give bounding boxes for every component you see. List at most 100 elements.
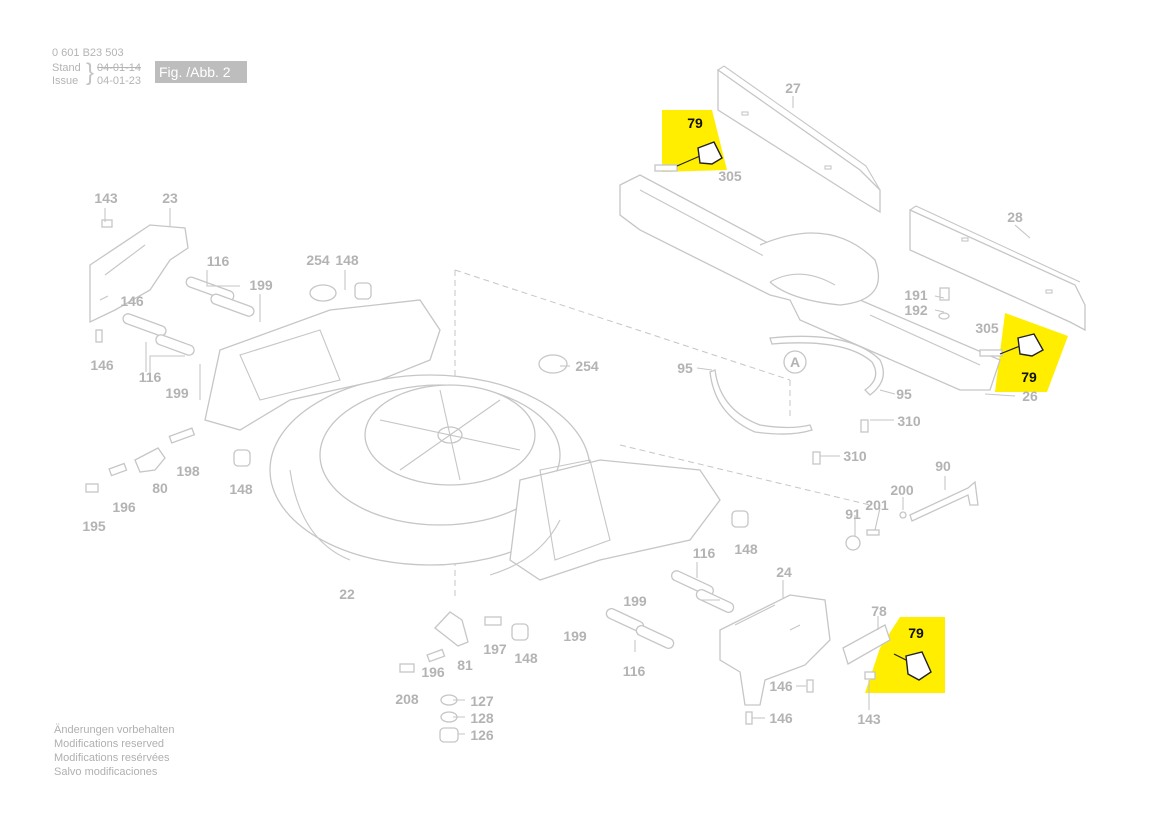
pins-116	[122, 276, 735, 649]
label-146-r1: 146	[769, 678, 793, 694]
fence-28	[909, 205, 1086, 332]
label-79-right: 79	[1021, 369, 1037, 385]
screw-146-r2	[745, 711, 753, 725]
label-199-left: 199	[165, 385, 189, 401]
label-95-right: 95	[896, 386, 912, 402]
clamp-arc-95-right	[769, 335, 884, 396]
screw-310-a	[860, 419, 869, 433]
screw-143-top	[101, 219, 113, 228]
fence-27	[717, 65, 881, 214]
label-126: 126	[470, 727, 494, 743]
brace-glyph: }	[86, 59, 95, 86]
date-current: 04-01-23	[97, 75, 142, 87]
foot-148-low	[511, 623, 529, 641]
label-191: 191	[904, 287, 928, 303]
screw-195	[85, 483, 99, 493]
highlight-79-bottom	[865, 617, 945, 693]
foot-148-left	[233, 449, 251, 467]
label-310-a: 310	[897, 413, 921, 429]
label-197: 197	[483, 641, 507, 657]
axis-line-diagonal	[454, 269, 791, 381]
label-116-left: 116	[139, 369, 162, 385]
label-128: 128	[470, 710, 494, 726]
label-146-left: 146	[90, 357, 114, 373]
label-305-top: 305	[718, 168, 742, 184]
callout-circle-a	[783, 350, 807, 374]
label-116-right: 116	[693, 545, 716, 561]
label-146-r2: 146	[769, 710, 793, 726]
label-196-left: 196	[112, 499, 136, 515]
screw-305-top	[654, 164, 678, 172]
screw-146-left	[95, 329, 103, 343]
label-199-mid: 199	[623, 593, 647, 609]
label-198: 198	[176, 463, 200, 479]
washer-192	[938, 312, 950, 320]
screw-191	[939, 287, 950, 301]
label-26: 26	[1022, 388, 1038, 404]
label-80: 80	[152, 480, 168, 496]
wrench-90	[909, 480, 979, 522]
leader-lines	[104, 96, 1031, 735]
stand-label: Stand	[52, 62, 81, 74]
label-79-bottom: 79	[908, 625, 924, 641]
note-line-3: Modifications resérvées	[54, 752, 170, 764]
saw-base-22	[204, 299, 721, 581]
disc-254-top	[309, 284, 337, 302]
note-line-1: Änderungen vorbehalten	[54, 724, 175, 736]
label-200: 200	[890, 482, 914, 498]
document-number: 0 601 B23 503	[52, 47, 124, 59]
knob-79-right	[999, 333, 1044, 357]
screw-143-bottom	[864, 671, 876, 680]
label-148-left: 148	[229, 481, 253, 497]
bracket-24	[719, 594, 831, 706]
table-extension-26	[619, 174, 1001, 391]
foot-148-right	[731, 510, 749, 528]
label-91: 91	[845, 506, 861, 522]
screw-305-right	[979, 349, 1003, 357]
label-116-top: 116	[207, 253, 230, 269]
label-116-low: 116	[623, 663, 646, 679]
label-22: 22	[339, 586, 355, 602]
label-199-top: 199	[249, 277, 273, 293]
label-81: 81	[457, 657, 473, 673]
label-254-mid: 254	[575, 358, 599, 374]
knob-79-bottom	[893, 651, 932, 681]
label-24: 24	[776, 564, 792, 580]
screw-310-b	[812, 451, 821, 465]
label-90: 90	[935, 458, 951, 474]
figure-badge: Fig. /Abb. 2	[155, 61, 247, 83]
plate-78	[842, 624, 891, 665]
screw-198	[168, 427, 196, 444]
lever-80	[134, 447, 166, 473]
label-148-top: 148	[335, 252, 359, 268]
screw-208	[399, 663, 415, 673]
label-146-upper: 146	[120, 293, 144, 309]
screw-197	[484, 616, 502, 626]
label-201: 201	[865, 497, 889, 513]
spring-196-left	[108, 462, 128, 477]
clamp-arc-95-left	[709, 369, 813, 435]
label-199-low: 199	[563, 628, 587, 644]
label-143-bottom: 143	[857, 711, 881, 727]
label-27: 27	[785, 80, 801, 96]
knob-79-top	[676, 141, 723, 167]
label-23: 23	[162, 190, 178, 206]
label-143-top: 143	[94, 190, 118, 206]
label-127: 127	[470, 693, 494, 709]
label-305-right: 305	[975, 320, 999, 336]
disc-254-mid	[538, 354, 568, 374]
nut-91	[845, 535, 861, 551]
label-310-b: 310	[843, 448, 867, 464]
screw-146-r1	[806, 679, 814, 693]
label-78: 78	[871, 603, 887, 619]
axis-line-right	[619, 444, 871, 506]
pin-201	[866, 529, 880, 536]
label-195: 195	[82, 518, 106, 534]
foot-148-top	[354, 282, 372, 300]
washer-200	[899, 511, 907, 519]
label-254-top: 254	[306, 252, 330, 268]
nut-126	[439, 727, 459, 743]
bracket-23	[89, 224, 189, 324]
